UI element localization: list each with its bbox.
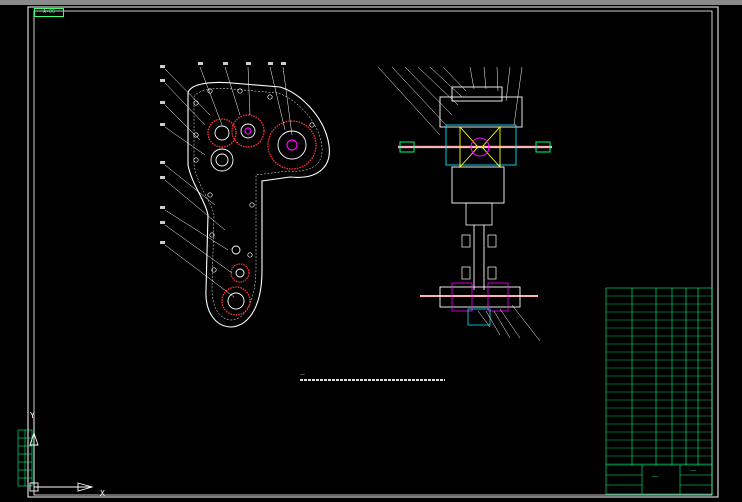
gear-case-view [160,62,330,328]
window-top-bar [0,0,742,5]
ucs-y-label: Y [30,411,35,420]
parts-list-rows [606,295,712,465]
parts-list-table [605,287,713,495]
ucs-x-label: X [100,489,105,498]
title-block-scale: —— [690,468,697,474]
revision-table [17,429,33,487]
technical-note-line [300,379,445,381]
cad-model-space[interactable]: —— —— Y X [0,5,742,502]
technical-note-text: —— [300,373,305,377]
outer-border [27,6,719,498]
section-view [377,66,552,342]
title-block [606,464,712,494]
ucs-icon [29,417,94,492]
sheet-tag: A-05 [34,8,64,17]
title-block-name: —— [652,474,659,480]
technical-note: —— [300,373,445,381]
inner-border [33,10,713,496]
